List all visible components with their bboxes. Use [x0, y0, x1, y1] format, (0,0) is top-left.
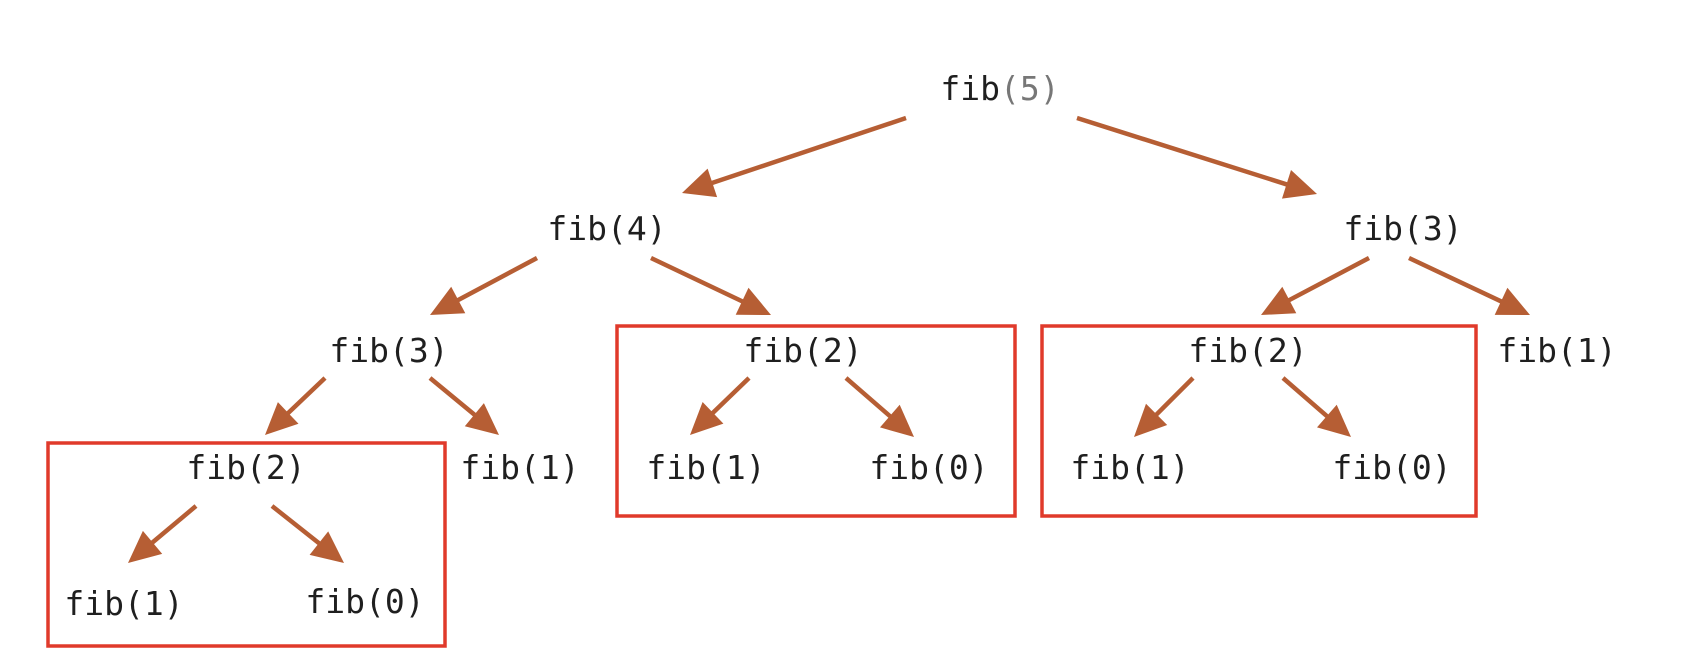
- arrow-shaft: [844, 376, 895, 421]
- arrow-head: [128, 530, 163, 563]
- arrow-shaft: [708, 376, 751, 418]
- repeated-subtree-highlights: [46, 324, 1478, 648]
- arrow-shaft: [707, 115, 907, 187]
- node-fib1-bottom-a: fib(1): [64, 584, 183, 623]
- call-arrows: [128, 115, 1530, 563]
- arrow-head: [735, 287, 771, 315]
- arrow-fib4-to-fib2-mid: [650, 255, 771, 315]
- node-fib1-right-a: fib(1): [1070, 448, 1189, 487]
- node-fib4: fib(4): [547, 209, 666, 248]
- highlight-box-fib2-right: [1040, 324, 1478, 518]
- arrow-head: [1494, 287, 1530, 315]
- call-labels: fib(5) fib(4) fib(3) fib(3) fib(2) fib(2) fib(…: [64, 69, 1616, 623]
- arrow-head: [1282, 170, 1317, 199]
- arrow-shaft: [1152, 376, 1195, 419]
- node-fib2-left: fib(2): [186, 448, 305, 487]
- node-fib1-mid-a: fib(1): [646, 448, 765, 487]
- node-fib2-right: fib(2): [1188, 331, 1307, 370]
- arrow-head: [464, 403, 499, 435]
- node-fib1-left-mid: fib(1): [460, 448, 579, 487]
- arrow-fib2-right-to-fib1-right-a: [1134, 376, 1195, 437]
- arrow-head: [682, 168, 718, 198]
- node-fib3-left: fib(3): [329, 331, 448, 370]
- node-fib0-right-b: fib(0): [1332, 448, 1451, 487]
- arrow-shaft: [1281, 376, 1332, 421]
- arrow-head: [309, 531, 344, 563]
- arrow-fib3-left-to-fib1-left-mid: [428, 376, 499, 435]
- arrow-head: [880, 404, 914, 437]
- arrow-head: [690, 402, 724, 435]
- arrow-head: [1134, 403, 1168, 437]
- arrow-head: [1261, 286, 1297, 315]
- node-fib0-mid-b: fib(0): [869, 448, 988, 487]
- highlight-box-fib2-mid: [615, 324, 1017, 518]
- arrow-head: [430, 286, 466, 315]
- node-fib0-bottom-b: fib(0): [305, 582, 424, 621]
- arrow-shaft: [270, 504, 324, 548]
- node-fib3-right: fib(3): [1343, 209, 1462, 248]
- arrow-head: [265, 402, 299, 435]
- node-fib5: fib(5): [940, 69, 1059, 108]
- arrow-fib2-left-to-fib0-bottom-b: [270, 504, 344, 563]
- node-fib1-far-right: fib(1): [1497, 331, 1616, 370]
- node-fib2-mid: fib(2): [743, 331, 862, 370]
- arrow-fib4-to-fib3-left: [430, 256, 539, 315]
- arrow-shaft: [1408, 255, 1506, 306]
- arrow-fib2-mid-to-fib0-mid-b: [844, 376, 914, 437]
- arrow-fib2-left-to-fib1-bottom-a: [128, 504, 198, 563]
- arrow-shaft: [1284, 256, 1371, 304]
- arrow-fib2-right-to-fib0-right-b: [1281, 376, 1351, 437]
- arrow-head: [1317, 404, 1351, 437]
- arrow-fib3-left-to-fib2-left: [265, 376, 327, 435]
- arrow-fib3-right-to-fib2-right: [1261, 256, 1371, 315]
- arrow-shaft: [453, 256, 539, 304]
- arrow-fib3-right-to-fib1-far-right: [1408, 255, 1530, 315]
- arrow-shaft: [428, 376, 479, 419]
- arrow-shaft: [148, 504, 198, 547]
- arrow-shaft: [650, 255, 747, 306]
- arrow-fib2-mid-to-fib1-mid-a: [690, 376, 751, 435]
- arrow-shaft: [1076, 115, 1291, 188]
- arrow-fib5-to-fib4: [682, 115, 907, 198]
- highlight-box-fib2-left: [46, 441, 447, 648]
- arrow-fib5-to-fib3-right: [1076, 115, 1317, 199]
- arrow-shaft: [283, 376, 327, 418]
